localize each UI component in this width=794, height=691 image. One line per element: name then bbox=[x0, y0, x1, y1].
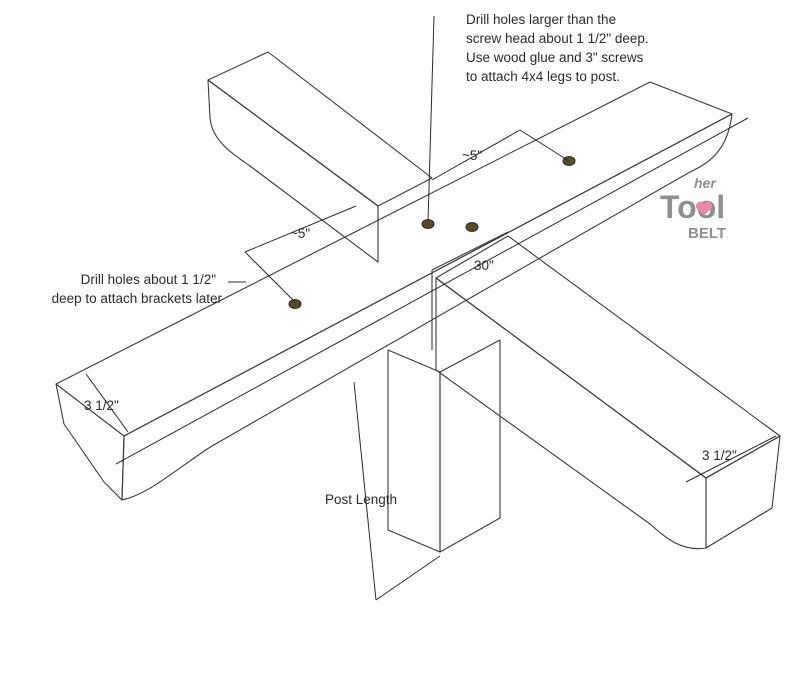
her-tool-belt-logo: her Tool BELT bbox=[660, 175, 726, 242]
dim-label-30: 30" bbox=[474, 258, 494, 273]
dimension-lines bbox=[85, 15, 777, 601]
dim-label-5-right: ~5" bbox=[462, 148, 482, 163]
dim-label-3-5-left: 3 1/2" bbox=[84, 398, 119, 413]
hole-left bbox=[288, 299, 302, 309]
logo-belt: BELT bbox=[688, 225, 726, 242]
logo-her: her bbox=[694, 175, 717, 191]
hole-center-right bbox=[465, 222, 479, 232]
back-arm bbox=[207, 51, 433, 263]
logo-tool: Tool bbox=[660, 189, 725, 225]
top-note-line-4: to attach 4x4 legs to post. bbox=[466, 69, 620, 84]
top-note-line-2: screw head about 1 1/2" deep. bbox=[466, 31, 649, 46]
dim-label-3-5-right: 3 1/2" bbox=[702, 448, 737, 463]
right-arm bbox=[435, 235, 781, 550]
left-note-line-1: Drill holes about 1 1/2" bbox=[81, 272, 217, 287]
post-length-label: Post Length bbox=[325, 492, 397, 507]
left-note: Drill holes about 1 1/2" deep to attach … bbox=[52, 272, 223, 306]
top-note-line-3: Use wood glue and 3" screws bbox=[466, 50, 644, 65]
heart-icon bbox=[695, 201, 713, 215]
long-board bbox=[55, 81, 733, 501]
top-note-line-1: Drill holes larger than the bbox=[466, 12, 616, 27]
dim-label-5-left: ~5" bbox=[290, 226, 310, 241]
left-note-line-2: deep to attach brackets later bbox=[52, 291, 223, 306]
top-note: Drill holes larger than the screw head a… bbox=[466, 12, 649, 84]
post bbox=[387, 339, 501, 553]
